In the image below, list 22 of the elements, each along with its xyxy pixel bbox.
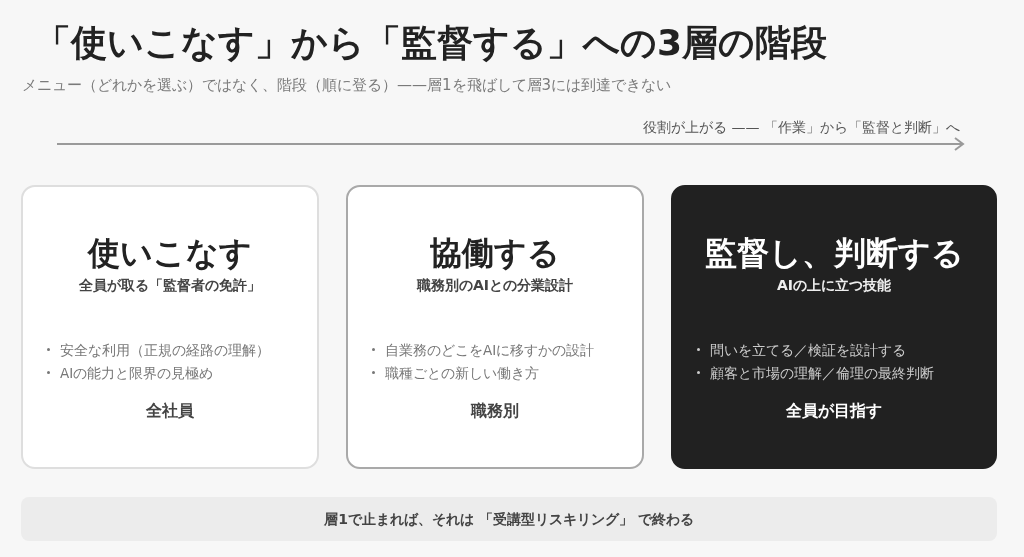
card-heading: 監督し、判断する xyxy=(704,233,964,273)
audience-label: 全員が目指す xyxy=(786,400,882,422)
card-subheading: 職務別のAIとの分業設計 xyxy=(416,276,573,295)
audience-label: 全社員 xyxy=(146,400,194,422)
bullet-text: 問いを立てる／検証を設計する xyxy=(710,340,906,360)
tier-card xyxy=(21,185,319,469)
bullet-text: AIの能力と限界の見極め xyxy=(60,363,214,383)
card-subheading: AIの上に立つ技能 xyxy=(776,276,891,295)
tier-card xyxy=(346,185,644,469)
bullet-text: 顧客と市場の理解／倫理の最終判断 xyxy=(710,363,934,383)
card-heading: 協働する xyxy=(430,233,560,273)
bullet-text: 職種ごとの新しい働き方 xyxy=(385,363,539,383)
diagram-title: 「使いこなす」から「監督する」への3層の階段 xyxy=(35,21,828,65)
bullet-text: 自業務のどこをAIに移すかの設計 xyxy=(385,340,595,360)
banner-text: 層1で止まれば、それは 「受講型リスキリング」 で終わる xyxy=(324,510,694,529)
bullet-text: 安全な利用（正規の経路の理解） xyxy=(60,340,270,360)
tier-card xyxy=(671,185,997,469)
subtitle: メニュー（どれかを選ぶ）ではなく、階段（順に登る）——層1を飛ばして層3には到達できない xyxy=(22,75,672,95)
arrow-label: 役割が上がる —— 「作業」から「監督と判断」へ xyxy=(643,118,960,137)
card-subheading: 全員が取る「監督者の免許」 xyxy=(79,276,261,295)
audience-label: 職務別 xyxy=(471,400,519,422)
card-heading: 使いこなす xyxy=(88,233,252,273)
